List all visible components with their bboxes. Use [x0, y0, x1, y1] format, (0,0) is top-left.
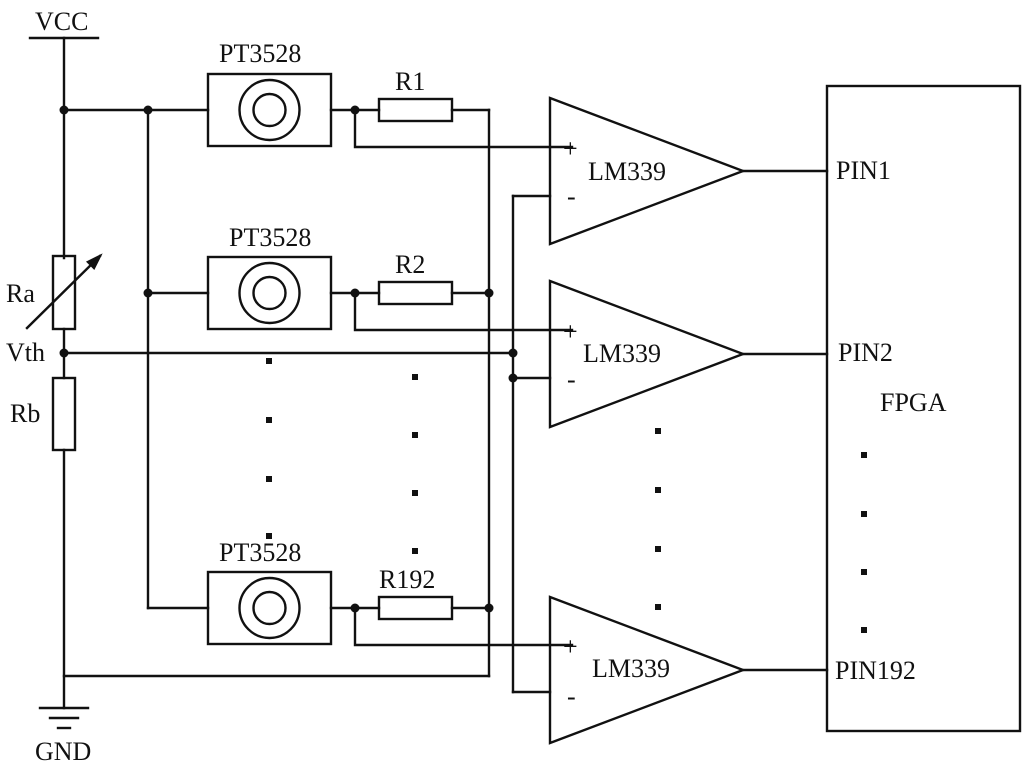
comparator-2-label: LM339	[583, 339, 661, 368]
sensor-1: PT3528	[206, 39, 333, 148]
ra-label: Ra	[6, 279, 35, 308]
wire	[353, 606, 574, 647]
comparator-192: + - LM339	[548, 595, 747, 745]
comparator-192-label: LM339	[592, 654, 670, 683]
comparator-1-label: LM339	[588, 157, 666, 186]
sensor-2-label: PT3528	[229, 223, 311, 252]
comparator-2: + - LM339	[548, 279, 747, 429]
rb-label: Rb	[10, 399, 40, 428]
fpga-label: FPGA	[880, 388, 947, 417]
plus-input-sign: +	[563, 134, 578, 163]
resistor-r1-label: R1	[395, 67, 425, 96]
junction-dot	[508, 348, 518, 358]
vcc-label: VCC	[35, 7, 88, 36]
resistor-r1: R1	[377, 67, 454, 123]
resistor-r2-label: R2	[395, 250, 425, 279]
ra-variable-resistor: Ra	[6, 253, 103, 331]
junction-dot	[508, 373, 518, 383]
rb-resistor: Rb	[10, 376, 77, 452]
resistor-r192-label: R192	[379, 565, 435, 594]
comparator-1: + - LM339	[548, 96, 747, 246]
wire	[353, 108, 574, 149]
sensor-1-label: PT3528	[219, 39, 301, 68]
plus-input-sign: +	[563, 632, 578, 661]
ground-symbol: GND	[35, 706, 91, 766]
junction-dot	[143, 105, 153, 115]
minus-input-sign: -	[567, 182, 576, 211]
sensor-192-label: PT3528	[219, 538, 301, 567]
fpga-block: FPGA PIN1 PIN2 PIN192	[825, 84, 1022, 733]
wire	[353, 291, 574, 332]
pin-192-label: PIN192	[835, 656, 916, 685]
resistor-r192: R192	[377, 565, 454, 621]
sensor-2: PT3528	[206, 223, 333, 331]
minus-input-sign: -	[567, 682, 576, 711]
minus-input-sign: -	[567, 365, 576, 394]
pin-2-label: PIN2	[838, 338, 893, 367]
resistor-r2: R2	[377, 250, 454, 306]
sensor-192: PT3528	[206, 538, 333, 646]
plus-input-sign: +	[563, 317, 578, 346]
ellipsis-dots	[266, 358, 867, 633]
vth-label: Vth	[6, 338, 45, 367]
gnd-label: GND	[35, 737, 91, 766]
pin-1-label: PIN1	[836, 156, 891, 185]
vcc-supply: VCC	[28, 7, 100, 40]
